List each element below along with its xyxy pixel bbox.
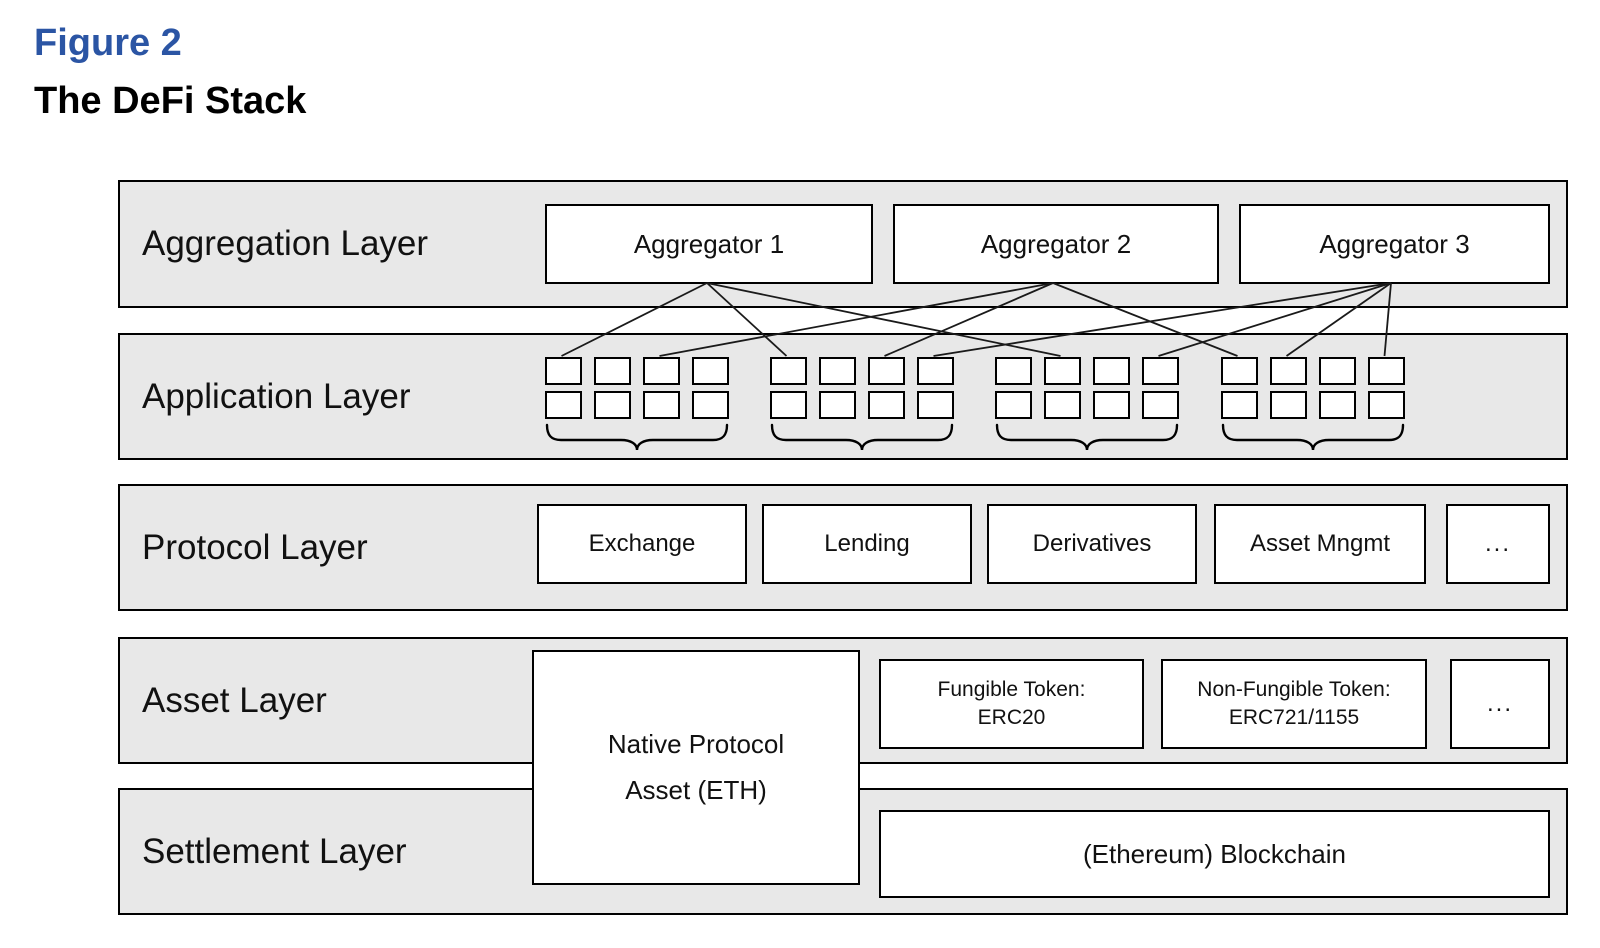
application-box xyxy=(917,391,954,419)
protocol-box-exchange: Exchange xyxy=(537,504,747,584)
application-group-4-grid xyxy=(1221,357,1405,419)
protocol-layer-band: Protocol Layer Exchange Lending Derivati… xyxy=(118,484,1568,611)
protocol-box-derivatives-label: Derivatives xyxy=(1032,530,1152,557)
aggregator-1-box: Aggregator 1 xyxy=(545,204,873,284)
figure-label: Figure 2 xyxy=(34,22,182,64)
application-box xyxy=(1270,357,1307,385)
ethereum-blockchain-label: (Ethereum) Blockchain xyxy=(1083,838,1346,869)
fungible-token-line2: ERC20 xyxy=(977,706,1046,729)
application-box xyxy=(594,391,631,419)
application-box xyxy=(1319,357,1356,385)
application-box xyxy=(868,391,905,419)
application-group-3 xyxy=(995,357,1179,453)
native-protocol-asset-line2: Asset (ETH) xyxy=(625,774,767,805)
application-box xyxy=(545,357,582,385)
aggregator-3-box: Aggregator 3 xyxy=(1239,204,1550,284)
aggregation-layer-label: Aggregation Layer xyxy=(142,224,429,263)
application-layer-band: Application Layer xyxy=(118,333,1568,460)
application-box xyxy=(917,357,954,385)
native-protocol-asset-line1: Native Protocol xyxy=(607,729,785,759)
application-box xyxy=(995,391,1032,419)
fungible-token-box: Fungible Token: ERC20 xyxy=(879,659,1144,749)
asset-layer-label: Asset Layer xyxy=(142,680,327,720)
brace-icon xyxy=(770,423,954,451)
application-box xyxy=(1093,357,1130,385)
application-box xyxy=(1270,391,1307,419)
aggregator-3-label: Aggregator 3 xyxy=(1319,228,1470,259)
application-box xyxy=(995,357,1032,385)
protocol-box-exchange-label: Exchange xyxy=(588,530,696,557)
application-group-2 xyxy=(770,357,954,453)
application-group-1 xyxy=(545,357,729,453)
application-box xyxy=(1142,357,1179,385)
ethereum-blockchain-box: (Ethereum) Blockchain xyxy=(879,810,1550,898)
aggregation-layer-band: Aggregation Layer Aggregator 1 Aggregato… xyxy=(118,180,1568,308)
application-box xyxy=(692,357,729,385)
brace-icon xyxy=(995,423,1179,451)
application-box xyxy=(692,391,729,419)
protocol-box-asset-mngmt-label: Asset Mngmt xyxy=(1249,530,1391,557)
protocol-box-lending-label: Lending xyxy=(824,530,910,557)
application-box xyxy=(819,357,856,385)
native-protocol-asset-box: Native Protocol Asset (ETH) xyxy=(532,650,860,885)
brace-icon xyxy=(1221,423,1405,451)
application-box xyxy=(1368,357,1405,385)
aggregator-2-box: Aggregator 2 xyxy=(893,204,1219,284)
figure-title: The DeFi Stack xyxy=(34,80,307,122)
application-box xyxy=(594,357,631,385)
fungible-token-line1: Fungible Token: xyxy=(937,677,1086,701)
application-group-3-grid xyxy=(995,357,1179,419)
application-box xyxy=(1044,391,1081,419)
brace-icon xyxy=(545,423,729,451)
application-box xyxy=(868,357,905,385)
application-box xyxy=(770,357,807,385)
application-layer-label: Application Layer xyxy=(142,376,411,416)
asset-box-more-label: ... xyxy=(1486,689,1513,717)
application-box xyxy=(1221,391,1258,419)
non-fungible-token-line1: Non-Fungible Token: xyxy=(1197,677,1391,701)
application-box xyxy=(643,357,680,385)
application-box xyxy=(1221,357,1258,385)
application-box xyxy=(545,391,582,419)
asset-box-more: ... xyxy=(1450,659,1550,749)
settlement-layer-label: Settlement Layer xyxy=(142,831,407,871)
non-fungible-token-box: Non-Fungible Token: ERC721/1155 xyxy=(1161,659,1427,749)
protocol-box-more: ... xyxy=(1446,504,1550,584)
protocol-box-lending: Lending xyxy=(762,504,972,584)
application-box xyxy=(770,391,807,419)
application-group-4 xyxy=(1221,357,1405,453)
application-box xyxy=(1319,391,1356,419)
application-box xyxy=(1368,391,1405,419)
protocol-box-asset-mngmt: Asset Mngmt xyxy=(1214,504,1426,584)
non-fungible-token-line2: ERC721/1155 xyxy=(1228,706,1360,729)
protocol-layer-label: Protocol Layer xyxy=(142,527,368,567)
protocol-box-more-label: ... xyxy=(1484,530,1511,557)
aggregator-2-label: Aggregator 2 xyxy=(980,228,1132,259)
aggregator-1-label: Aggregator 1 xyxy=(633,228,785,259)
protocol-box-derivatives: Derivatives xyxy=(987,504,1197,584)
application-box xyxy=(643,391,680,419)
application-box xyxy=(1142,391,1179,419)
application-box xyxy=(819,391,856,419)
application-box xyxy=(1093,391,1130,419)
application-box xyxy=(1044,357,1081,385)
application-group-2-grid xyxy=(770,357,954,419)
application-group-1-grid xyxy=(545,357,729,419)
